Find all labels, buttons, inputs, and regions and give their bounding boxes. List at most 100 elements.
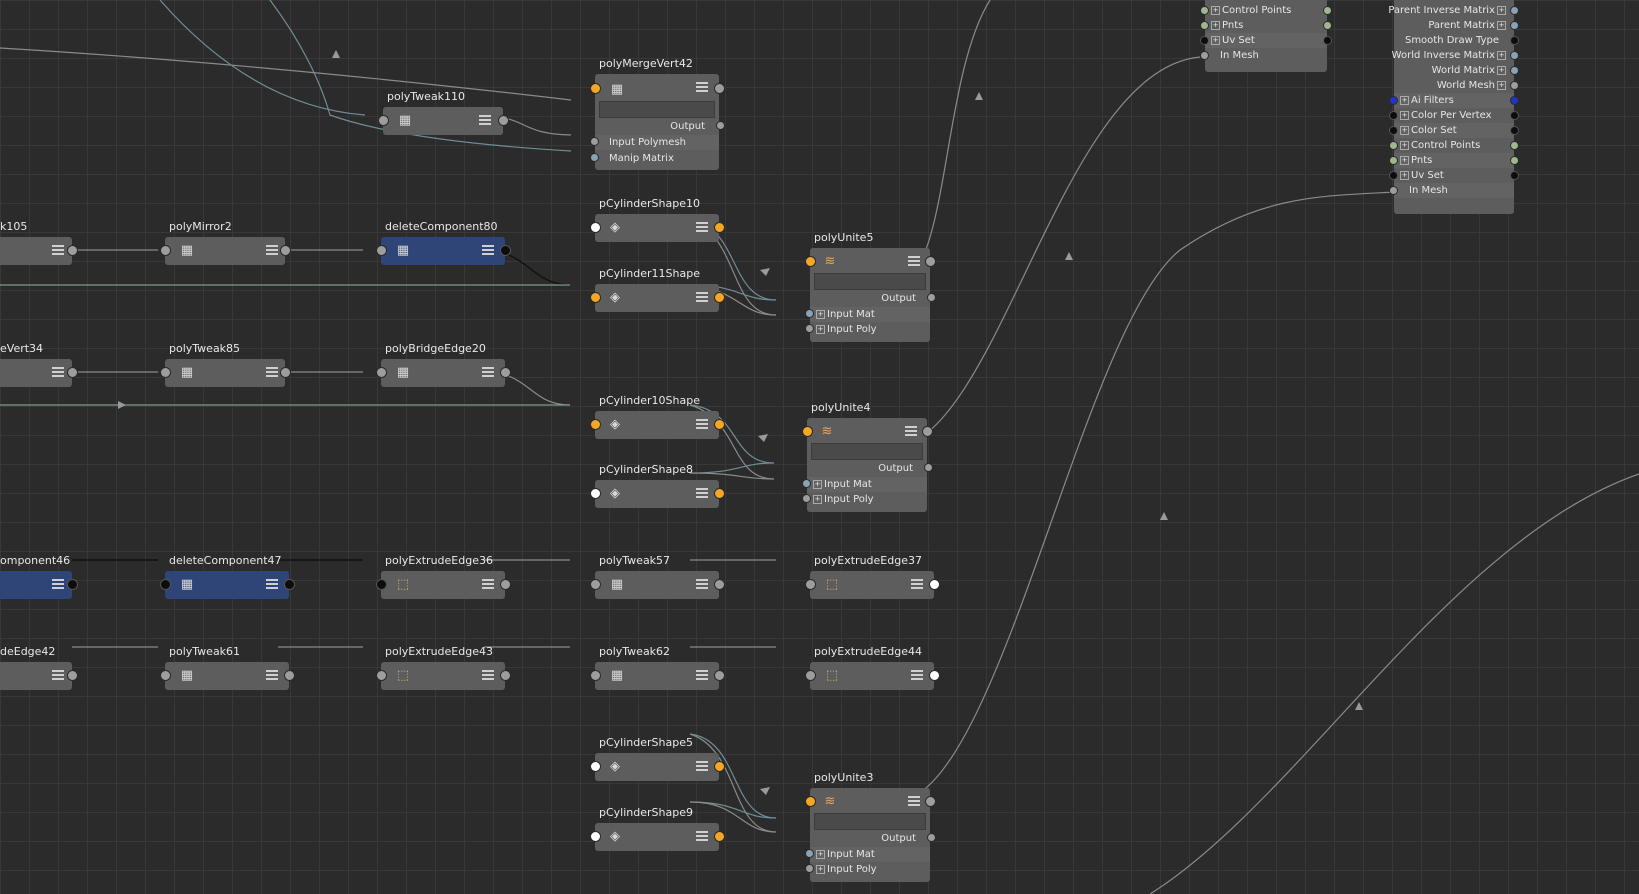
expand-icon[interactable]: +	[816, 849, 825, 859]
node-body[interactable]	[165, 237, 285, 265]
node-body[interactable]	[595, 823, 719, 851]
in-mesh-port[interactable]	[1200, 51, 1209, 60]
attribute-menu-icon[interactable]	[696, 670, 708, 682]
output-port[interactable]	[925, 256, 936, 267]
output-attr-port[interactable]	[927, 833, 936, 842]
node-pCylinder10Shape[interactable]: pCylinder10Shape ◈	[590, 394, 725, 439]
attribute-menu-icon[interactable]	[52, 367, 64, 379]
expand-icon[interactable]: +	[1400, 170, 1409, 180]
input-port[interactable]	[376, 670, 387, 681]
attribute-menu-icon[interactable]	[911, 670, 923, 682]
expand-icon[interactable]: +	[813, 494, 822, 504]
pnts-in-port[interactable]	[1200, 21, 1209, 30]
control-points-in-port[interactable]	[1200, 6, 1209, 15]
node-polyBridgeEdge20[interactable]: polyBridgeEdge20 ▦	[376, 342, 511, 387]
output-port[interactable]	[714, 419, 725, 430]
output-port[interactable]	[67, 670, 78, 681]
expand-icon[interactable]: +	[1400, 110, 1409, 120]
smooth-draw-type-port[interactable]	[1510, 36, 1519, 45]
expand-icon[interactable]: +	[1497, 20, 1506, 30]
node-body[interactable]	[595, 284, 719, 312]
node-deleteComponent80[interactable]: deleteComponent80 ▦	[376, 220, 511, 265]
node-polyTweak57[interactable]: polyTweak57 ▦	[590, 554, 725, 599]
node-body[interactable]	[807, 418, 927, 512]
output-port[interactable]	[714, 761, 725, 772]
output-port[interactable]	[714, 222, 725, 233]
node-omponent46[interactable]: omponent46	[0, 554, 78, 599]
output-port[interactable]	[500, 670, 511, 681]
input-port[interactable]	[376, 245, 387, 256]
output-port[interactable]	[929, 670, 940, 681]
node-body[interactable]	[381, 662, 505, 690]
output-port[interactable]	[714, 670, 725, 681]
input-port[interactable]	[376, 579, 387, 590]
input-port[interactable]	[160, 670, 171, 681]
output-port[interactable]	[500, 367, 511, 378]
input-poly-port[interactable]	[802, 494, 811, 503]
node-polyExtrudeEdge43[interactable]: polyExtrudeEdge43 ⬚	[376, 645, 511, 690]
output-port[interactable]	[500, 579, 511, 590]
parent-matrix-port[interactable]	[1510, 21, 1519, 30]
input-port[interactable]	[805, 579, 816, 590]
attribute-menu-icon[interactable]	[696, 82, 708, 94]
node-pCylinderShape9[interactable]: pCylinderShape9 ◈	[590, 806, 725, 851]
uv-set-out-port[interactable]	[1323, 36, 1332, 45]
node-body[interactable]	[381, 237, 505, 265]
input-port[interactable]	[590, 222, 601, 233]
attribute-menu-icon[interactable]	[482, 367, 494, 379]
node-body[interactable]	[383, 107, 503, 135]
control-points-out-port[interactable]	[1510, 141, 1519, 150]
input-polymesh-port[interactable]	[590, 137, 599, 146]
input-port[interactable]	[160, 245, 171, 256]
manip-matrix-port[interactable]	[590, 153, 599, 162]
node-polyTweak110[interactable]: polyTweak110 ▦	[378, 90, 509, 135]
node-body[interactable]	[0, 359, 72, 387]
attribute-menu-icon[interactable]	[266, 367, 278, 379]
output-port[interactable]	[925, 796, 936, 807]
output-port[interactable]	[714, 488, 725, 499]
node-polyTweak85[interactable]: polyTweak85 ▦	[160, 342, 291, 387]
attribute-menu-icon[interactable]	[696, 831, 708, 843]
input-port[interactable]	[590, 831, 601, 842]
pnts-out-port[interactable]	[1510, 156, 1519, 165]
ai-filters-out-port[interactable]	[1510, 96, 1519, 105]
input-port[interactable]	[805, 670, 816, 681]
input-poly-port[interactable]	[805, 864, 814, 873]
node-polyTweak61[interactable]: polyTweak61 ▦	[160, 645, 295, 690]
attribute-menu-icon[interactable]	[696, 419, 708, 431]
attribute-menu-icon[interactable]	[266, 670, 278, 682]
expand-icon[interactable]: +	[1497, 5, 1506, 15]
node-polyExtrudeEdge36[interactable]: polyExtrudeEdge36 ⬚	[376, 554, 511, 599]
output-port[interactable]	[280, 245, 291, 256]
parent-inverse-matrix-port[interactable]	[1510, 6, 1519, 15]
node-polyUnite5[interactable]: polyUnite5 ≋ Output +Input Mat +Input Po…	[805, 231, 936, 342]
expand-icon[interactable]: +	[816, 324, 825, 334]
expand-icon[interactable]: +	[1211, 20, 1220, 30]
node-polyMirror2[interactable]: polyMirror2 ▦	[160, 220, 291, 265]
node-body[interactable]	[0, 571, 72, 599]
attribute-menu-icon[interactable]	[52, 579, 64, 591]
output-attr-port[interactable]	[716, 121, 725, 130]
output-port[interactable]	[929, 579, 940, 590]
color-per-vertex-in-port[interactable]	[1389, 111, 1398, 120]
node-body[interactable]	[0, 237, 72, 265]
output-port[interactable]	[67, 367, 78, 378]
expand-icon[interactable]: +	[1400, 95, 1409, 105]
output-port[interactable]	[284, 579, 295, 590]
input-port[interactable]	[376, 367, 387, 378]
attribute-menu-icon[interactable]	[52, 670, 64, 682]
output-port[interactable]	[280, 367, 291, 378]
attribute-menu-icon[interactable]	[482, 245, 494, 257]
node-body[interactable]	[595, 411, 719, 439]
node-pCylinderShape10[interactable]: pCylinderShape10 ◈	[590, 197, 725, 242]
node-pCylinderShape5[interactable]: pCylinderShape5 ◈	[590, 736, 725, 781]
input-mat-port[interactable]	[805, 309, 814, 318]
node-pCylinderShape8[interactable]: pCylinderShape8 ◈	[590, 463, 725, 508]
world-mesh-port[interactable]	[1510, 81, 1519, 90]
input-port[interactable]	[805, 256, 816, 267]
output-port[interactable]	[284, 670, 295, 681]
node-body[interactable]	[595, 753, 719, 781]
attribute-menu-icon[interactable]	[696, 761, 708, 773]
output-port[interactable]	[714, 83, 725, 94]
input-port[interactable]	[590, 419, 601, 430]
